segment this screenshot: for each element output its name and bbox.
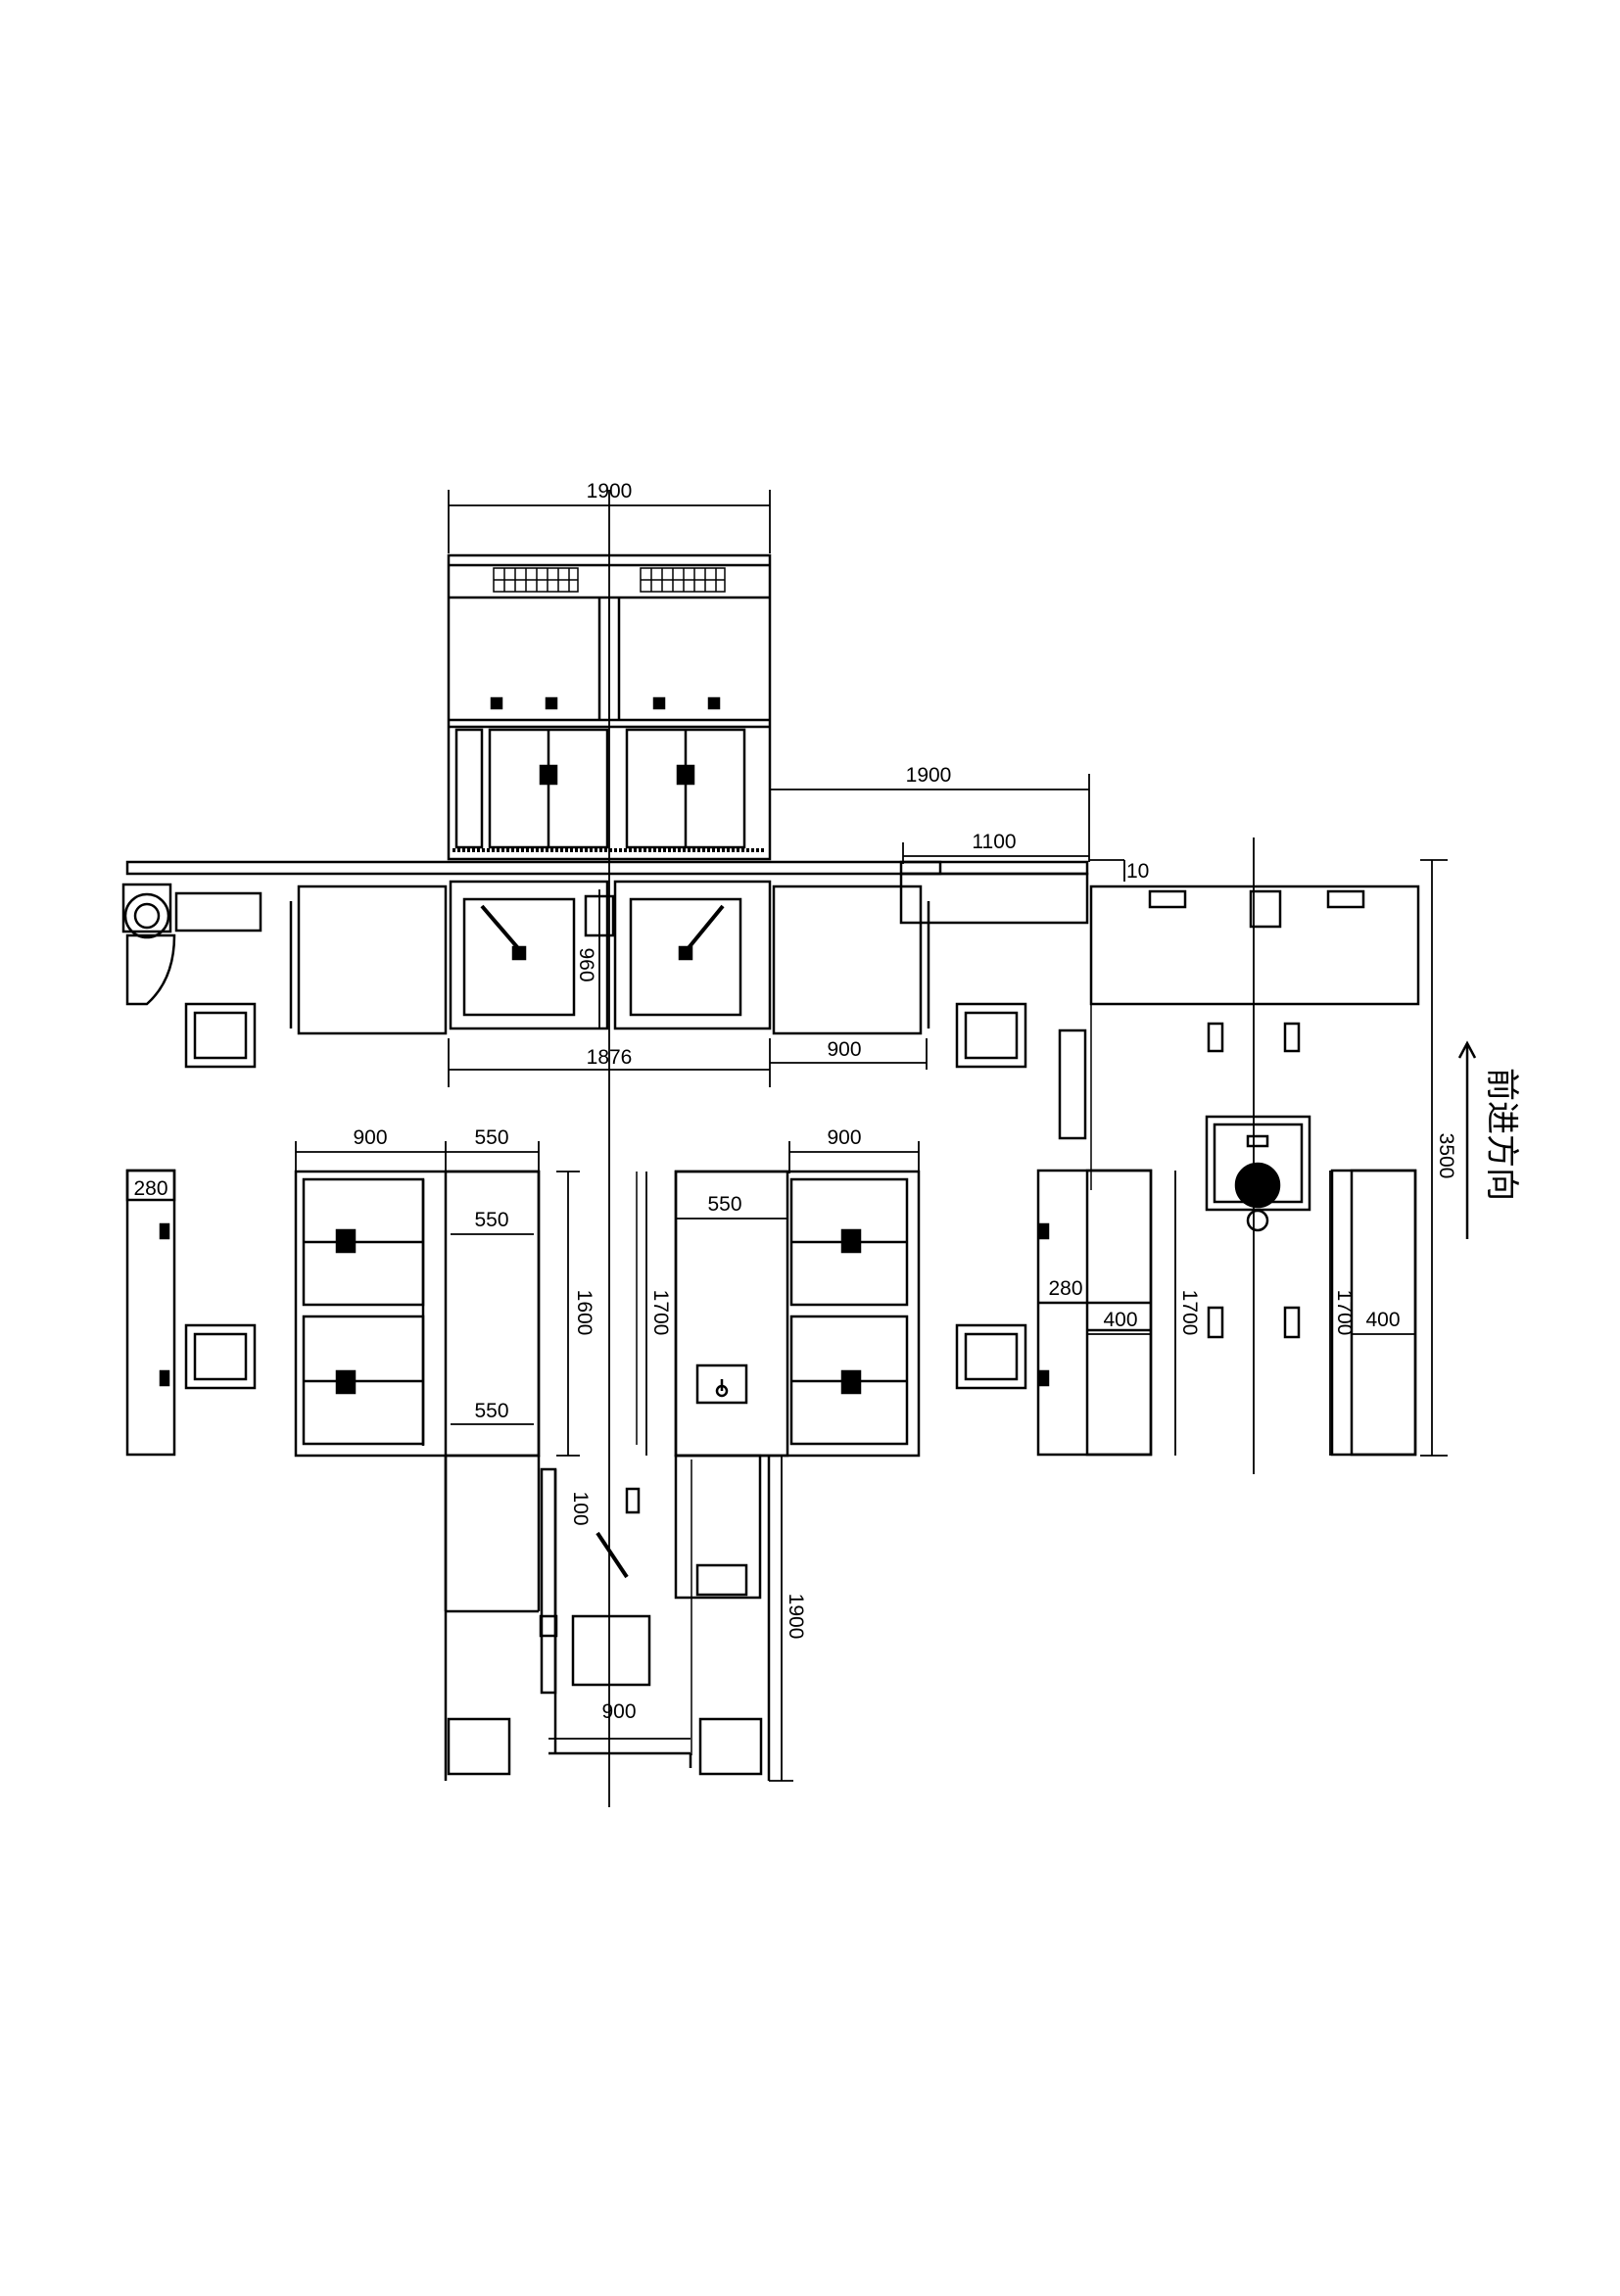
dim-h1700-b: 1700 <box>1333 1290 1356 1336</box>
right-cabinets <box>1036 1169 1417 1457</box>
arrow-up-icon <box>1457 1040 1477 1239</box>
dim-gap-10: 10 <box>1126 860 1149 883</box>
dimension-lines <box>295 490 1448 1782</box>
dim-h100: 100 <box>569 1491 592 1525</box>
dim-left-900: 900 <box>353 1126 387 1149</box>
dim-550-top: 550 <box>474 1126 508 1149</box>
fryer-module <box>447 553 772 861</box>
dim-900-bottom: 900 <box>601 1700 636 1723</box>
dim-bottom-span: 1876 <box>587 1046 633 1069</box>
dim-h1900-bottom: 1900 <box>785 1594 807 1640</box>
left-counter <box>125 1169 176 1457</box>
dim-h3500: 3500 <box>1435 1133 1457 1179</box>
dimension-labels: 1900 1900 1100 10 1876 900 900 550 550 5… <box>133 480 1520 1723</box>
right-top-unit <box>1058 885 1420 1339</box>
dim-right-top-width: 1900 <box>906 764 952 787</box>
middle-left-cabinets <box>294 1170 541 1613</box>
dim-right-900: 900 <box>827 1038 861 1061</box>
vent-grille-right <box>640 567 726 593</box>
dim-h1600: 1600 <box>573 1290 596 1336</box>
dim-right-cab-900: 900 <box>827 1126 861 1149</box>
dim-h1700-a: 1700 <box>1178 1290 1201 1336</box>
dim-top-width: 1900 <box>587 480 633 502</box>
vent-grille-left <box>493 567 579 593</box>
dim-550-sink: 550 <box>707 1193 741 1216</box>
dim-h1700-left: 1700 <box>649 1290 672 1336</box>
dim-400-a: 400 <box>1103 1309 1137 1331</box>
back-counter <box>121 860 1089 1035</box>
dim-400-b: 400 <box>1365 1309 1400 1331</box>
cabinet-handles <box>539 764 695 786</box>
middle-right-cabinets <box>636 1170 921 1600</box>
dim-fryer-depth: 960 <box>575 947 597 981</box>
dim-right-small-width: 1100 <box>972 831 1016 853</box>
center-lines <box>608 490 1255 1807</box>
dim-550-bot: 550 <box>474 1400 508 1422</box>
knob-row <box>490 696 721 710</box>
direction-label: 前进方向 <box>1483 1068 1520 1201</box>
bottom-area <box>444 1456 771 1781</box>
dim-280-right: 280 <box>1048 1277 1082 1300</box>
chair-symbols <box>184 1002 1027 1687</box>
dim-550-mid: 550 <box>474 1209 508 1231</box>
dim-280-left: 280 <box>133 1177 167 1200</box>
